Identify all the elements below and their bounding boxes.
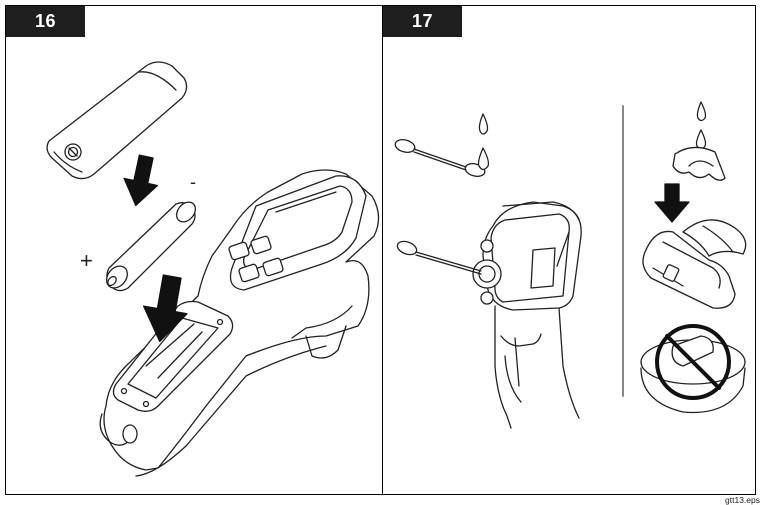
step-16-label: 16 [6,6,85,37]
panel-step-16: 16 [6,6,383,494]
plus-sign: + [80,248,93,273]
thermometer-front-icon [472,201,582,429]
insert-arrow-icon [123,154,188,343]
do-not-immerse-icon [640,324,746,414]
panel-step-17: 17 [383,6,755,494]
cotton-swab-icon [394,139,486,177]
figure-frame: 16 [5,5,756,495]
water-drop-icon [477,113,490,171]
lens-cleaning-illustration [394,101,747,429]
battery-cover-icon [46,61,188,180]
water-drops-right-icon [695,101,707,150]
swab-on-lens-icon [396,240,482,275]
battery-replacement-illustration: - + [46,61,380,477]
minus-sign: - [190,172,196,192]
thermometer-wipe-icon [642,219,747,309]
step-17-label: 17 [383,6,462,37]
wipe-arrow-icon [654,183,690,223]
cleaning-cloth-icon [672,146,726,181]
figure-filename: gtt13.eps [725,495,760,505]
thermometer-body-back-icon [99,169,380,477]
aa-battery-icon [106,201,197,292]
